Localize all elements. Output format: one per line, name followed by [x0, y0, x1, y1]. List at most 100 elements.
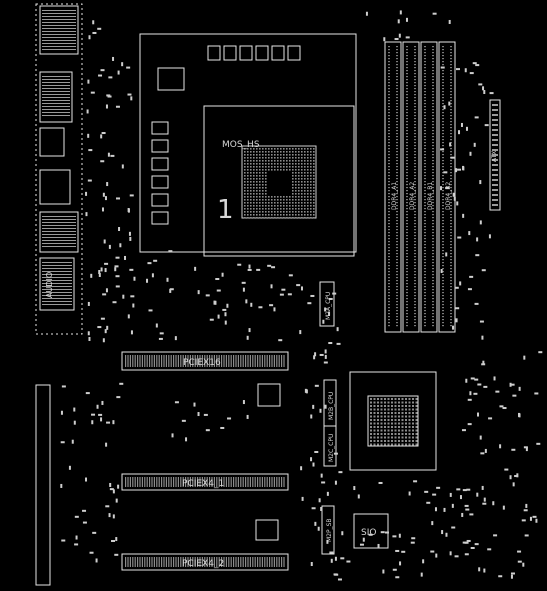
smd-pad	[452, 325, 455, 330]
cpu-pin	[277, 208, 279, 210]
smd-pad	[493, 376, 496, 381]
dimm-contact	[406, 163, 408, 165]
passive-components	[60, 10, 543, 581]
io-hatch-line	[42, 277, 72, 278]
cpu-pin	[244, 214, 246, 216]
cpu-pin	[256, 208, 258, 210]
smd-pad	[410, 541, 415, 544]
dimm-contact	[388, 316, 390, 318]
dimm-contact	[406, 184, 408, 186]
pcie-contact	[168, 477, 170, 487]
dimm-contact	[414, 220, 416, 222]
dimm-contact	[442, 265, 444, 267]
smd-pad	[101, 132, 106, 135]
dimm-contact	[388, 58, 390, 60]
dimm-contact	[388, 55, 390, 57]
cpu-pin	[247, 154, 249, 156]
cpu-pin	[253, 217, 255, 219]
chipset-ball	[415, 433, 418, 435]
dimm-contact	[406, 280, 408, 282]
smd-pad	[483, 568, 486, 573]
cpu-pin	[259, 154, 261, 156]
cpu-pin	[262, 193, 264, 195]
pcie-contact	[209, 557, 211, 567]
smd-pad	[394, 38, 399, 41]
chipset-ball	[391, 426, 393, 428]
dimm-contact	[414, 253, 416, 255]
dimm-contact	[414, 283, 416, 285]
pcie-contact	[223, 557, 225, 567]
cpu-pin	[292, 184, 294, 186]
cpu-pin	[313, 172, 315, 174]
smd-pad	[310, 562, 313, 567]
chipset-ball	[377, 419, 379, 421]
dimm-contact	[442, 274, 444, 276]
smd-pad	[479, 320, 484, 323]
smd-pad	[334, 480, 337, 485]
cpu-pin	[253, 178, 255, 180]
cpu-pin	[295, 196, 297, 198]
smd-pad	[174, 336, 177, 341]
cpu-pin	[250, 184, 252, 186]
cpu-pin	[250, 217, 252, 219]
cpu-pin	[280, 214, 282, 216]
cpu-pin	[268, 217, 270, 219]
dimm-contact	[406, 226, 408, 228]
dimm-contact	[388, 136, 390, 138]
pcie-contact	[249, 355, 251, 367]
smd-pad	[464, 504, 469, 507]
cpu-pin	[292, 196, 294, 198]
dimm-contact	[414, 160, 416, 162]
cpu-pin	[253, 214, 255, 216]
dimm-contact	[406, 256, 408, 258]
pcie-contact	[281, 477, 283, 487]
chipset-ball	[387, 440, 390, 442]
dimm-contact	[442, 217, 444, 219]
dimm-contact	[424, 196, 426, 198]
dimm-contact	[432, 79, 434, 81]
dimm-contact	[414, 112, 416, 114]
smd-pad	[450, 156, 455, 159]
dimm-contact	[432, 280, 434, 282]
dimm-contact	[388, 64, 390, 66]
smd-pad	[481, 335, 484, 340]
cpu-pin	[292, 205, 294, 207]
dimm-contact	[450, 307, 452, 309]
chipset-ball	[370, 443, 372, 446]
dimm-contact	[388, 73, 390, 75]
cpu-pin	[253, 208, 255, 210]
dimm-contact	[432, 163, 434, 165]
dimm-contact	[424, 226, 426, 228]
dimm-contact	[388, 262, 390, 264]
smd-pad	[492, 501, 495, 506]
dimm-contact	[406, 304, 408, 306]
dimm-contact	[396, 253, 398, 255]
cpu-pin	[280, 154, 282, 156]
dimm-contact	[396, 169, 398, 171]
io-pad-hatching	[42, 10, 76, 305]
cpu-pin	[301, 217, 303, 219]
smd-pad	[121, 164, 124, 169]
smd-pad	[237, 263, 242, 266]
pcie-contact	[218, 557, 220, 567]
cpu-pin	[280, 169, 282, 171]
dimm-contact	[432, 136, 434, 138]
cpu-pin	[244, 187, 246, 189]
smd-pad	[319, 408, 322, 413]
smd-pad	[85, 392, 90, 395]
atx-pin	[492, 119, 498, 121]
smd-pad	[312, 462, 315, 467]
smd-pad	[267, 264, 272, 267]
dimm-contact	[442, 235, 444, 237]
smd-pad	[174, 401, 179, 404]
chipset-ball	[401, 398, 404, 400]
dimm-contact	[388, 292, 390, 294]
smd-pad	[529, 516, 532, 521]
cpu-pin	[274, 163, 276, 165]
chipset-ball	[384, 443, 386, 446]
cpu-pin	[274, 202, 276, 204]
pcie-contact	[242, 355, 244, 367]
dimm-contact	[450, 208, 452, 210]
dimm-contact	[442, 280, 444, 282]
dimm-contact	[396, 172, 398, 174]
